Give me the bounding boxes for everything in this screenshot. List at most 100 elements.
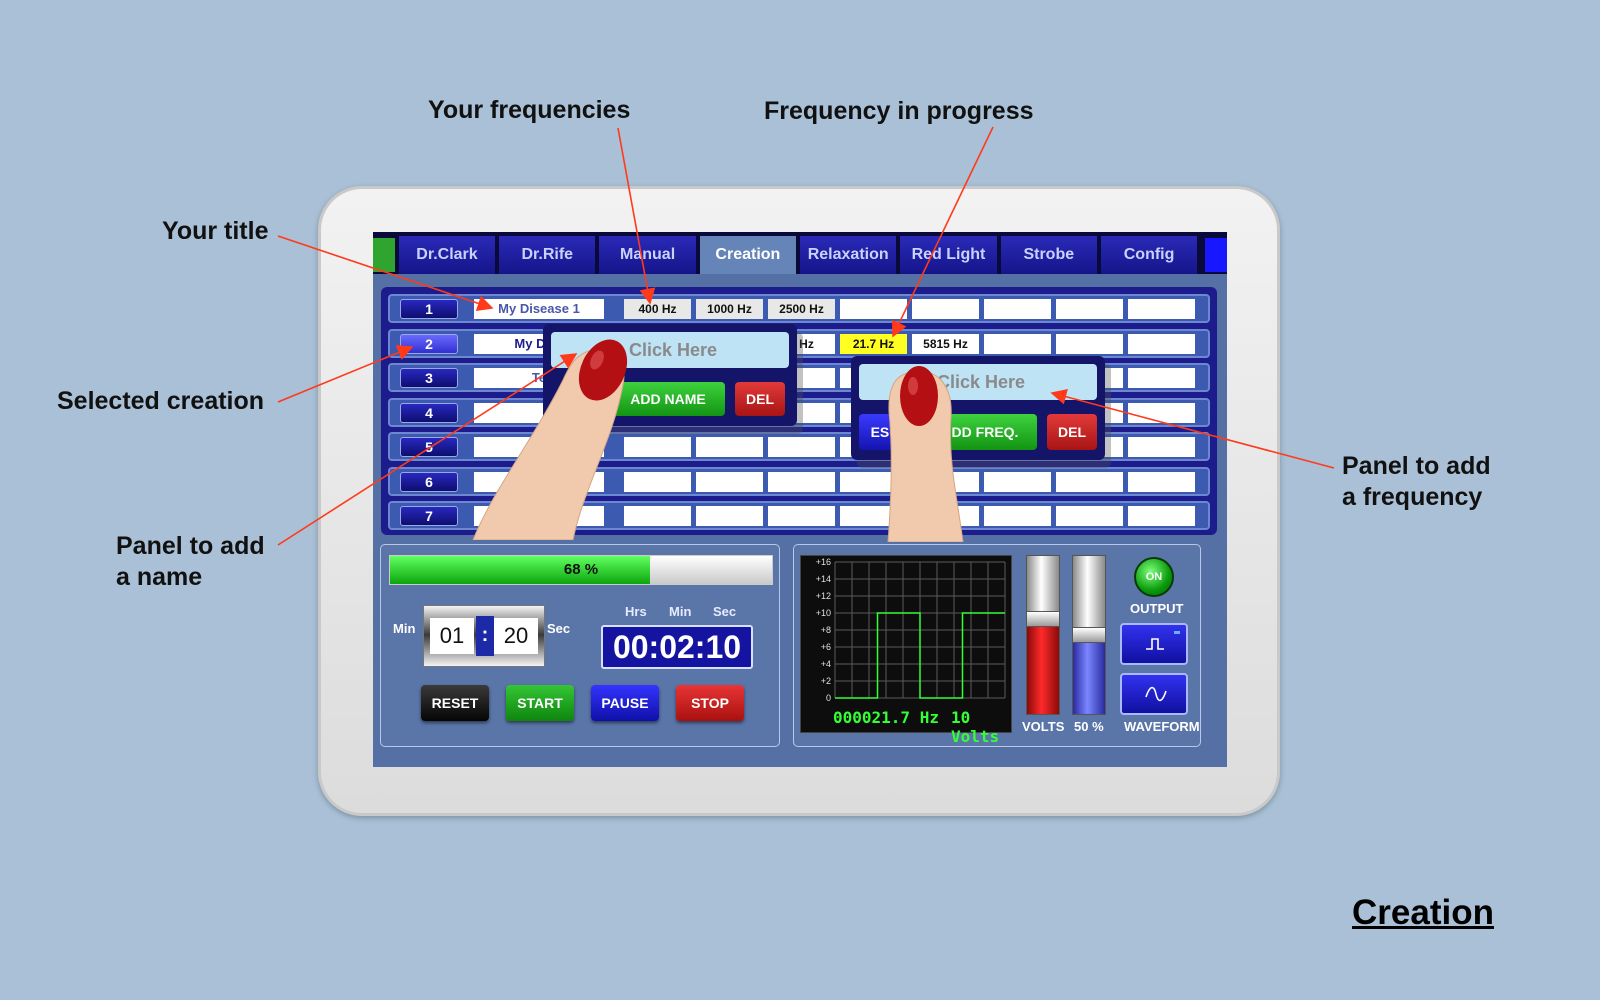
callout-your-frequencies: Your frequencies bbox=[428, 96, 631, 124]
arrow-your-title bbox=[277, 235, 494, 311]
frequency-cell[interactable] bbox=[1128, 368, 1195, 388]
frequency-cell[interactable] bbox=[984, 299, 1051, 319]
tab-dr-rife[interactable]: Dr.Rife bbox=[499, 236, 596, 274]
tab-strobe[interactable]: Strobe bbox=[1000, 236, 1097, 274]
frequency-readout: 000021.7 Hz bbox=[833, 708, 939, 727]
volts-slider-fill bbox=[1027, 619, 1059, 714]
frequency-cell[interactable] bbox=[768, 437, 835, 457]
frequency-cell[interactable] bbox=[696, 506, 763, 526]
callout-selected-creation: Selected creation bbox=[57, 387, 265, 415]
frequency-cell[interactable] bbox=[696, 437, 763, 457]
creation-select-button-1[interactable]: 1 bbox=[400, 299, 458, 319]
frequency-cell[interactable] bbox=[1128, 299, 1195, 319]
frequency-cell[interactable]: 1000 Hz bbox=[696, 299, 763, 319]
frequency-cell[interactable] bbox=[984, 506, 1051, 526]
scope-y-tick: +12 bbox=[816, 591, 831, 601]
delete-frequency-button[interactable]: DEL bbox=[1047, 414, 1097, 450]
creation-select-button-7[interactable]: 7 bbox=[400, 506, 458, 526]
start-button[interactable]: START bbox=[506, 685, 574, 721]
volts-label: VOLTS bbox=[1022, 719, 1065, 734]
progress-fill bbox=[390, 556, 650, 584]
scope-y-tick: +4 bbox=[821, 659, 831, 669]
duty-cycle-label: 50 % bbox=[1074, 719, 1104, 734]
frequency-cell[interactable] bbox=[1056, 299, 1123, 319]
tab-bar-right-indicator bbox=[1205, 238, 1228, 272]
frequency-cell[interactable] bbox=[768, 471, 835, 492]
frequency-cell[interactable] bbox=[1128, 437, 1195, 457]
callout-panel-add-frequency: Panel to add a frequency bbox=[1342, 452, 1491, 511]
reset-button[interactable]: RESET bbox=[421, 685, 489, 721]
stop-button[interactable]: STOP bbox=[676, 685, 744, 721]
tab-config[interactable]: Config bbox=[1100, 236, 1198, 274]
frequency-cell[interactable] bbox=[624, 437, 691, 457]
finger-pointing-frequency-panel-icon bbox=[887, 366, 964, 542]
duty-cycle-slider-handle[interactable] bbox=[1072, 627, 1106, 643]
sine-wave-button[interactable] bbox=[1120, 673, 1188, 715]
page-heading: Creation bbox=[1352, 893, 1494, 932]
creation-select-button-3[interactable]: 3 bbox=[400, 368, 458, 388]
frequency-cell[interactable] bbox=[624, 506, 691, 526]
finger-pointing-name-panel-icon bbox=[472, 339, 628, 540]
duty-cycle-slider[interactable] bbox=[1072, 555, 1106, 715]
frequency-cell[interactable] bbox=[984, 333, 1051, 354]
callout-frequency-in-progress: Frequency in progress bbox=[764, 97, 1034, 125]
creation-select-button-4[interactable]: 4 bbox=[400, 402, 458, 423]
scope-y-tick: +8 bbox=[821, 625, 831, 635]
timer-separator: : bbox=[476, 616, 494, 656]
creation-select-button-2[interactable]: 2 bbox=[400, 333, 458, 354]
tab-red-light[interactable]: Red Light bbox=[900, 236, 997, 274]
delete-name-button[interactable]: DEL bbox=[735, 382, 785, 416]
timer-minutes-drum[interactable]: 01 bbox=[430, 618, 474, 654]
output-label: OUTPUT bbox=[1130, 601, 1184, 616]
output-on-button[interactable]: ON bbox=[1134, 557, 1174, 597]
frequency-cell[interactable] bbox=[1056, 471, 1123, 492]
frequency-cell[interactable] bbox=[1056, 333, 1123, 354]
frequency-cell[interactable] bbox=[768, 506, 835, 526]
frequency-cell[interactable] bbox=[1128, 506, 1195, 526]
arrow-your-frequencies bbox=[617, 127, 656, 305]
frequency-cell[interactable]: 5815 Hz bbox=[912, 333, 979, 354]
app-screen: Dr.Clark Dr.Rife Manual Creation Relaxat… bbox=[373, 232, 1228, 767]
callout-your-title: Your title bbox=[162, 217, 269, 245]
frequency-cell[interactable] bbox=[624, 471, 691, 492]
tab-bar-left-indicator bbox=[373, 238, 395, 272]
oscilloscope-graph: +16+14+12+10+8+6+4+20 bbox=[816, 557, 1006, 703]
scope-y-tick: +16 bbox=[816, 557, 831, 567]
square-wave-icon bbox=[1146, 631, 1180, 650]
tab-bar: Dr.Clark Dr.Rife Manual Creation Relaxat… bbox=[373, 232, 1228, 274]
name-input[interactable]: Click Here bbox=[551, 332, 789, 368]
volts-readout: 10 Volts bbox=[951, 708, 1000, 746]
frequency-cell[interactable]: 21.7 Hz bbox=[840, 333, 907, 354]
clock-sec-label: Sec bbox=[713, 604, 737, 619]
frequency-cell[interactable] bbox=[840, 471, 907, 492]
add-name-panel: Click Here ADD NAME DEL bbox=[543, 324, 797, 426]
volts-slider[interactable] bbox=[1026, 555, 1060, 715]
tab-dr-clark[interactable]: Dr.Clark bbox=[398, 236, 496, 274]
pause-button[interactable]: PAUSE bbox=[591, 685, 659, 721]
frequency-cell[interactable]: 2500 Hz bbox=[768, 299, 835, 319]
scope-y-tick: +2 bbox=[821, 676, 831, 686]
tab-creation[interactable]: Creation bbox=[699, 236, 797, 274]
scope-y-tick: 0 bbox=[826, 693, 831, 703]
frequency-cell[interactable] bbox=[696, 471, 763, 492]
frequency-cell[interactable] bbox=[840, 299, 907, 319]
creation-select-button-5[interactable]: 5 bbox=[400, 437, 458, 457]
volts-slider-handle[interactable] bbox=[1026, 611, 1060, 628]
tab-relaxation[interactable]: Relaxation bbox=[800, 236, 897, 274]
square-wave-button[interactable] bbox=[1120, 623, 1188, 665]
creation-select-button-6[interactable]: 6 bbox=[400, 471, 458, 492]
frequency-cell[interactable] bbox=[984, 471, 1051, 492]
timer-setter: 01 : 20 bbox=[423, 605, 545, 667]
timer-seconds-drum[interactable]: 20 bbox=[494, 618, 538, 654]
frequency-cell[interactable] bbox=[1056, 506, 1123, 526]
add-name-button[interactable]: ADD NAME bbox=[611, 382, 725, 416]
elapsed-clock: 00:02:10 bbox=[601, 625, 753, 669]
creation-name-cell[interactable]: My Disease 1 bbox=[474, 299, 604, 319]
frequency-cell[interactable] bbox=[912, 299, 979, 319]
frequency-cell[interactable] bbox=[1128, 471, 1195, 492]
arrow-panel-add-frequency bbox=[1050, 388, 1335, 469]
scope-y-tick: +6 bbox=[821, 642, 831, 652]
tab-manual[interactable]: Manual bbox=[599, 236, 696, 274]
frequency-cell[interactable] bbox=[1128, 333, 1195, 354]
